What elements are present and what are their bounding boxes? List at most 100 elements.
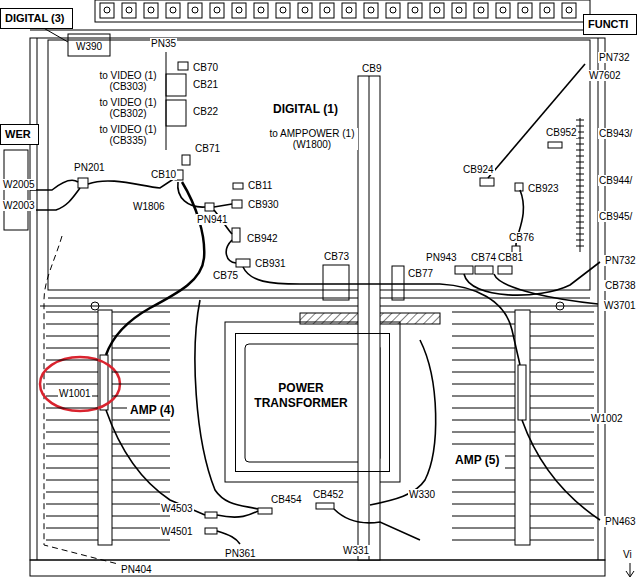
heatsink-fin xyxy=(46,384,98,385)
pin-tick xyxy=(576,144,584,145)
part-label: Vi xyxy=(622,549,633,560)
wire xyxy=(30,180,78,190)
pin-tick xyxy=(576,162,584,163)
board-tag: FUNCTI xyxy=(583,14,637,35)
terminal-screw xyxy=(324,7,330,13)
terminal-screw xyxy=(544,7,550,13)
terminal-screw xyxy=(126,7,132,13)
part-label: W7602 xyxy=(588,70,622,81)
terminal-screw xyxy=(170,7,176,13)
pin-tick xyxy=(576,120,584,121)
terminal-screw xyxy=(456,7,462,13)
connector-symbol xyxy=(475,266,493,274)
part-label: PN361 xyxy=(224,548,257,559)
terminal-symbol xyxy=(496,3,510,18)
wire xyxy=(522,420,600,520)
connector-symbol xyxy=(518,365,526,420)
part-label: CB924 xyxy=(462,164,495,175)
heatsink-fin xyxy=(530,312,594,313)
terminal-screw xyxy=(390,7,396,13)
heatsink-fin xyxy=(112,540,170,541)
part-label: CB76 xyxy=(508,232,535,243)
terminal-symbol xyxy=(386,3,400,18)
part-label: W330 xyxy=(408,489,436,500)
connector-symbol xyxy=(548,142,562,148)
dashed-wire xyxy=(44,236,118,564)
terminal-symbol xyxy=(100,3,114,18)
wire xyxy=(106,410,205,515)
heatsink-fin xyxy=(112,420,170,421)
rear-panel xyxy=(95,0,590,22)
heatsink-fin xyxy=(530,456,594,457)
terminal-symbol xyxy=(364,3,378,18)
pin-tick xyxy=(576,234,584,235)
terminal-screw xyxy=(368,7,374,13)
terminal-symbol xyxy=(298,3,312,18)
board-tag: DIGITAL (3) xyxy=(0,8,73,29)
connector-symbol xyxy=(205,203,214,211)
part-label: W390 xyxy=(75,41,103,52)
part-label: CB454 xyxy=(270,494,303,505)
part-label: PN463 xyxy=(604,516,637,527)
part-label: CB944/ xyxy=(598,175,633,186)
part-label: W1806 xyxy=(132,201,166,212)
terminal-screw xyxy=(236,7,242,13)
heatsink-fin xyxy=(46,348,98,349)
heatsink-fin xyxy=(530,336,594,337)
pin-tick xyxy=(576,198,584,199)
heatsink-fin xyxy=(112,480,170,481)
heatsink-fin xyxy=(530,396,594,397)
part-label: CB22 xyxy=(192,106,219,117)
heatsink-fin xyxy=(452,408,515,409)
pcb-outline xyxy=(48,40,590,290)
terminal-symbol xyxy=(342,3,356,18)
part-label: W2003 xyxy=(2,200,36,211)
terminal-symbol xyxy=(452,3,466,18)
part-label: CB11 xyxy=(247,180,273,191)
screw-symbol xyxy=(91,302,99,310)
heatsink-fin xyxy=(530,384,594,385)
heatsink-fin xyxy=(46,312,98,313)
heatsink-fin xyxy=(112,324,170,325)
flat-cable xyxy=(323,265,349,300)
heatsink-fin xyxy=(46,420,98,421)
heatsink-fin xyxy=(452,384,515,385)
wire-harness xyxy=(106,182,204,355)
part-label: to AMPPOWER (1) (W1800) xyxy=(266,128,358,150)
board-title: AMP (4) xyxy=(127,402,180,419)
board-tag: WER xyxy=(0,124,39,145)
heatsink-fin xyxy=(530,504,594,505)
heatsink-fin xyxy=(530,324,594,325)
heatsink-fin xyxy=(452,480,515,481)
heatsink-fin xyxy=(530,408,594,409)
part-label: W3701 xyxy=(603,300,637,311)
heatsink-fin xyxy=(46,492,98,493)
terminal-symbol xyxy=(474,3,488,18)
board-name: POWER TRANSFORMER xyxy=(246,381,356,411)
heatsink-fin xyxy=(530,372,594,373)
wire xyxy=(370,340,436,505)
connector-symbol xyxy=(178,62,188,70)
part-label: PN941 xyxy=(196,214,229,225)
wire xyxy=(30,188,80,210)
part-label: to VIDEO (1) (CB303) xyxy=(92,70,164,92)
wire xyxy=(217,511,258,517)
part-label: CB452 xyxy=(312,489,345,500)
heatsink-fin xyxy=(452,528,515,529)
heatsink-fin xyxy=(530,360,594,361)
connector-symbol xyxy=(480,178,494,186)
heatsink-fin xyxy=(452,504,515,505)
part-label: CB738 xyxy=(604,280,637,291)
board-name: DIGITAL (3) xyxy=(5,11,68,25)
heatsink-fin xyxy=(530,468,594,469)
terminal-symbol xyxy=(188,3,202,18)
chassis-outline xyxy=(30,38,605,560)
heatsink-fin xyxy=(46,540,98,541)
part-label: CB923 xyxy=(527,183,560,194)
heatsink-fin xyxy=(530,348,594,349)
terminal-screw xyxy=(258,7,264,13)
repeated-parts xyxy=(46,3,594,540)
part-label: CB75 xyxy=(212,270,239,281)
heatsink-fin xyxy=(530,516,594,517)
